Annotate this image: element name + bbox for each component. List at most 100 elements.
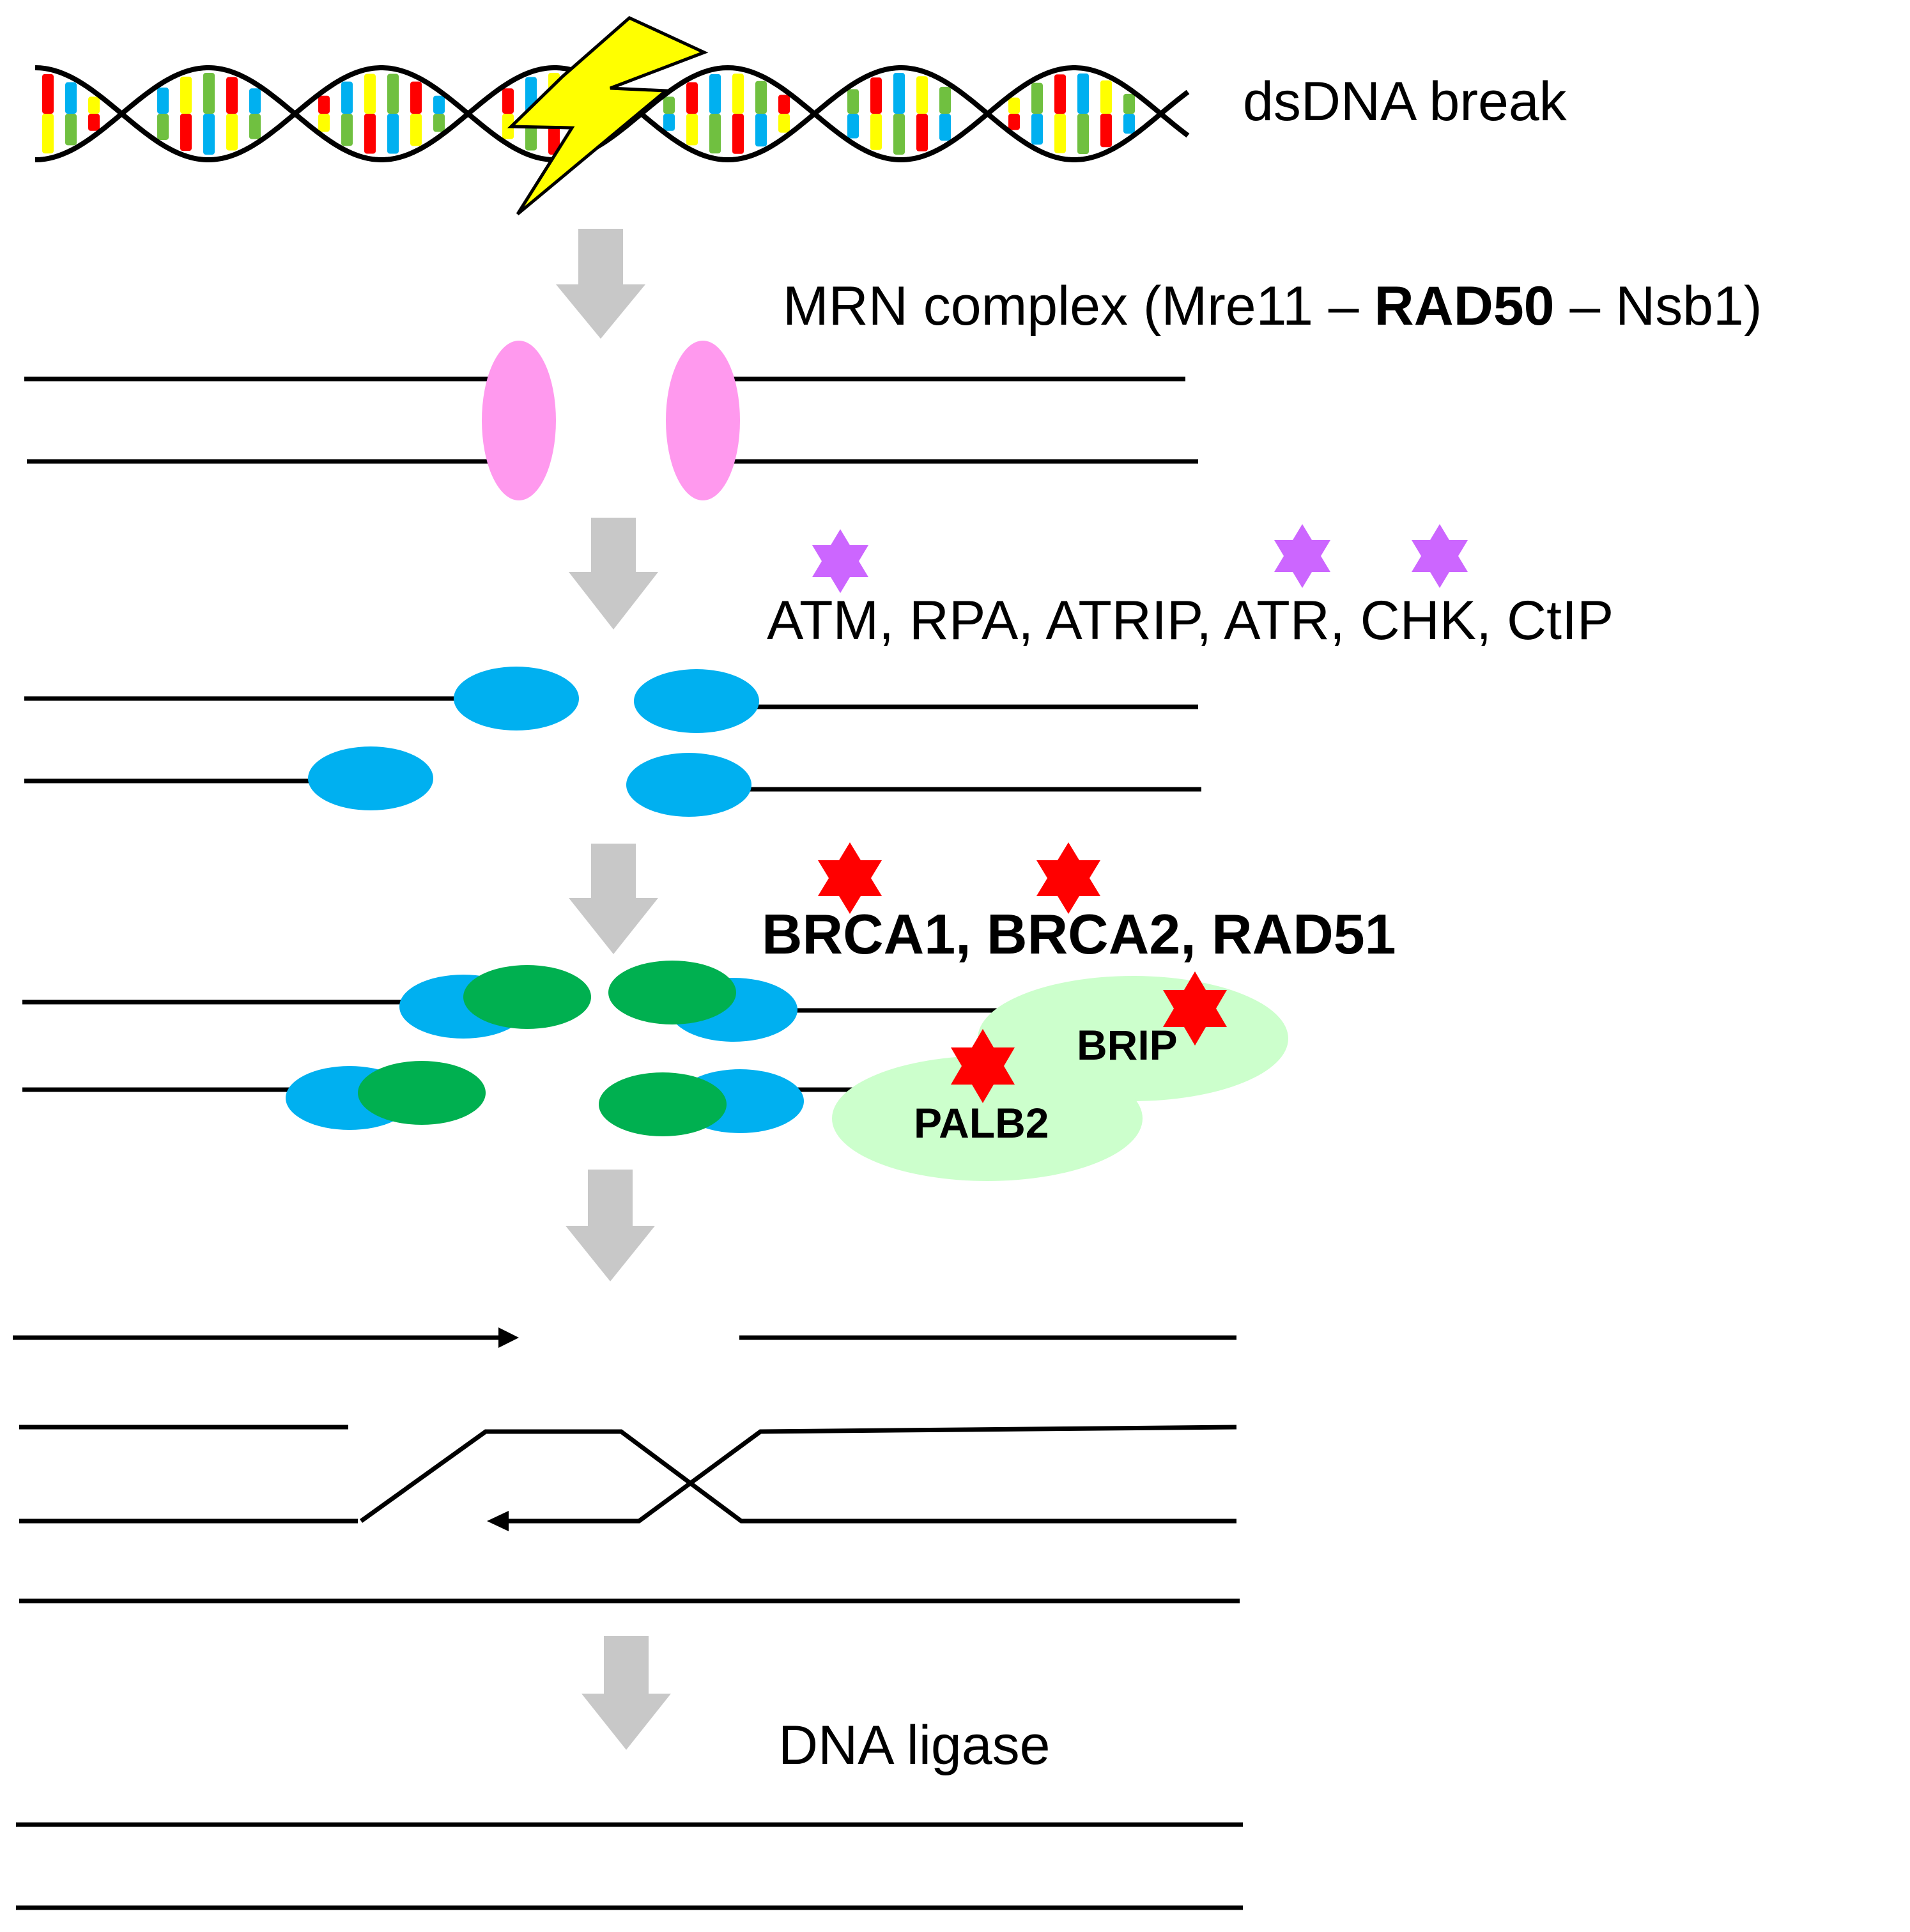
base-pair-half [249, 114, 261, 139]
base-pair-half [778, 114, 790, 133]
base-pair-half [893, 73, 905, 114]
base-pair-half [249, 88, 261, 114]
down-arrow-icon [566, 1170, 655, 1281]
rpa-protein [634, 669, 759, 733]
phospho-star-icon [812, 529, 868, 593]
strand-invasion [13, 1327, 1240, 1604]
base-pair-half [893, 114, 905, 155]
step-label-dsdna-break: dsDNA break [1243, 71, 1567, 132]
base-pair-half [847, 114, 859, 139]
down-arrow-icon [569, 518, 658, 630]
dna-strand-crossover [359, 1429, 1236, 1524]
base-pair-half [1008, 97, 1020, 114]
base-pair-half [65, 82, 77, 114]
mrn-complex-protein [666, 341, 740, 500]
phospho-star-icon [1274, 524, 1330, 588]
base-pair-half [341, 114, 353, 146]
base-pair-half [686, 82, 698, 114]
palb2-label: PALB2 [914, 1099, 1049, 1147]
base-pair-half [847, 89, 859, 114]
base-pair-half [1054, 74, 1066, 114]
rad51-protein [608, 961, 736, 1024]
base-pair-half [732, 73, 744, 114]
dna-strand-crossover [505, 1425, 1237, 1524]
base-pair-half [916, 76, 928, 114]
base-pair-half [755, 81, 767, 114]
base-pair-half [870, 77, 882, 114]
base-pair-half [157, 88, 169, 114]
base-pair-half [916, 114, 928, 151]
base-pair-half [433, 114, 445, 132]
phospho-star-icon [1412, 524, 1468, 588]
down-arrow-icon [581, 1636, 671, 1750]
rad51-protein [463, 965, 591, 1029]
step-label-dna-ligase: DNA ligase [778, 1715, 1050, 1776]
base-pair-half [939, 114, 951, 141]
base-pair-half [755, 114, 767, 147]
phospho-star-icon [1036, 842, 1100, 914]
mrn-prefix: MRN complex (Mre11 – [783, 275, 1375, 337]
base-pair-half [364, 114, 376, 154]
base-pair-half [226, 114, 238, 151]
base-pair-half [870, 114, 882, 150]
step-label-mrn-complex: MRN complex (Mre11 – RAD50 – Nsb1) [783, 275, 1762, 337]
down-arrow-icon [569, 844, 658, 954]
base-pair-half [157, 114, 169, 140]
down-arrow-icon [556, 229, 645, 339]
base-pair-half [88, 114, 100, 131]
base-pair-half [709, 73, 721, 114]
arrowhead-icon [487, 1511, 509, 1531]
base-pair-half [180, 114, 192, 151]
palb2-protein [832, 1056, 1143, 1181]
base-pair-half [387, 73, 399, 114]
mrn-suffix: – Nsb1) [1555, 275, 1762, 337]
base-pair-half [387, 114, 399, 154]
base-pair-half [663, 97, 675, 114]
base-pair-half [318, 95, 330, 114]
base-pair-half [433, 95, 445, 114]
base-pair-half [410, 81, 422, 114]
base-pair-half [341, 81, 353, 114]
base-pair-half [709, 114, 721, 154]
base-pair-half [226, 77, 238, 114]
brip-label: BRIP [1077, 1021, 1178, 1069]
base-pair-half [1100, 80, 1112, 114]
base-pair-half [42, 73, 54, 114]
base-pair-half [42, 114, 54, 154]
rpa-protein [308, 746, 433, 810]
phospho-star-icon [951, 1029, 1015, 1103]
step-label-recombinases: BRCA1, BRCA2, RAD51 [762, 902, 1396, 966]
step-label-damage-sensors: ATM, RPA, ATRIP, ATR, CHK, CtIP [767, 590, 1613, 651]
base-pair-half [364, 73, 376, 114]
mrn-rad50: RAD50 [1375, 275, 1555, 337]
base-pair-half [502, 114, 514, 139]
base-pair-half [1031, 114, 1043, 145]
base-pair-half [502, 88, 514, 114]
repaired-dna [16, 1822, 1243, 1910]
phospho-star-icon [818, 842, 882, 914]
base-pair-half [1123, 114, 1135, 134]
base-pair-half [732, 114, 744, 154]
rad51-protein [358, 1061, 486, 1125]
base-pair-half [1054, 114, 1066, 153]
rpa-protein [626, 753, 751, 817]
base-pair-half [939, 86, 951, 114]
base-pair-half [1077, 73, 1089, 114]
mrn-complex-protein [482, 341, 556, 500]
base-pair-half [203, 73, 215, 114]
base-pair-half [1100, 114, 1112, 148]
base-pair-half [88, 97, 100, 114]
base-pair-half [318, 114, 330, 132]
base-pair-half [1031, 82, 1043, 114]
base-pair-half [1123, 93, 1135, 114]
base-pair-half [1077, 114, 1089, 155]
base-pair-half [65, 114, 77, 146]
base-pair-half [203, 114, 215, 155]
base-pair-half [180, 76, 192, 114]
arrowhead-icon [498, 1327, 519, 1348]
base-pair-half [1008, 114, 1020, 130]
phospho-star-icon [1163, 971, 1227, 1046]
rpa-protein [454, 667, 579, 730]
base-pair-half [410, 114, 422, 146]
